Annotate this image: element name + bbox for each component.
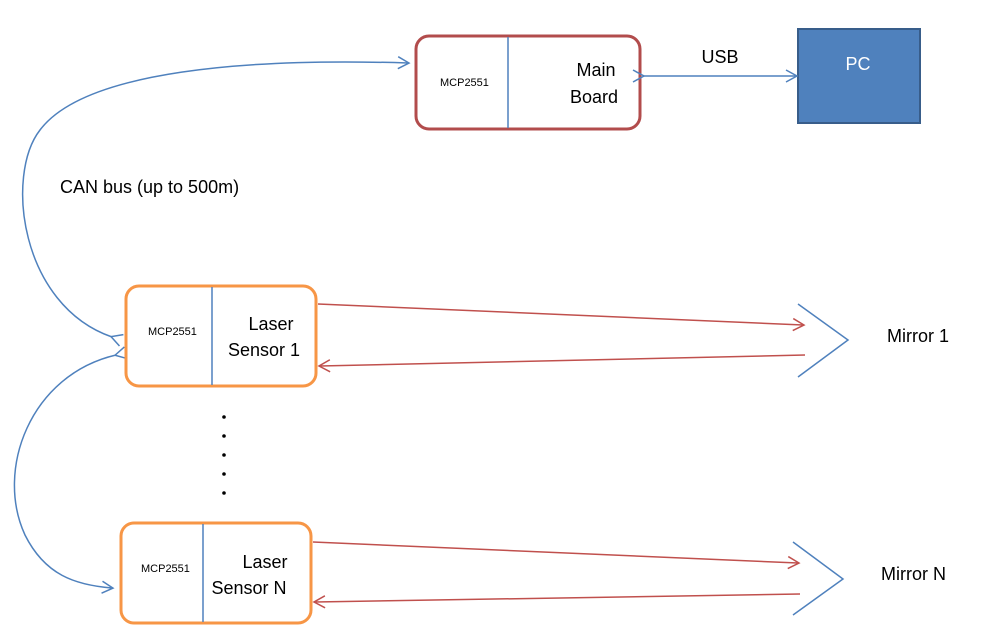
laser-beam-n-out [312, 541, 801, 570]
laser-sensor-n-label-line1: Laser [242, 552, 287, 572]
usb-label: USB [701, 47, 738, 67]
can-bus-curve-top [22, 56, 411, 347]
main-board-chip-label: MCP2551 [440, 77, 489, 89]
mirror-1-label: Mirror 1 [887, 326, 949, 346]
laser-sensor-1-label-line1: Laser [248, 314, 293, 334]
can-bus-curve-bottom [13, 346, 128, 594]
pc-label: PC [845, 54, 870, 74]
ellipsis-dots [222, 415, 226, 495]
mirror-1-shape [797, 303, 850, 378]
main-board-box: MCP2551 Main Board [414, 34, 642, 131]
pc-box: PC [797, 28, 921, 124]
laser-beam-1-return [317, 354, 806, 373]
can-bus-label: CAN bus (up to 500m) [60, 177, 239, 197]
laser-sensor-n-box: MCP2551 Laser Sensor N [119, 521, 313, 625]
mirror-n-label: Mirror N [881, 564, 946, 584]
main-board-label-line2: Board [570, 87, 618, 107]
laser-sensor-1-label-line2: Sensor 1 [228, 340, 300, 360]
main-board-label-line1: Main [576, 60, 615, 80]
laser-beam-n-return [312, 593, 801, 609]
laser-sensor-1-box: MCP2551 Laser Sensor 1 [124, 284, 318, 388]
mirror-n-shape [792, 541, 845, 616]
laser-sensor-1-chip-label: MCP2551 [148, 326, 197, 338]
laser-beam-1-out [317, 303, 806, 332]
laser-sensor-n-label-line2: Sensor N [211, 578, 286, 598]
laser-sensor-n-chip-label: MCP2551 [141, 563, 190, 575]
